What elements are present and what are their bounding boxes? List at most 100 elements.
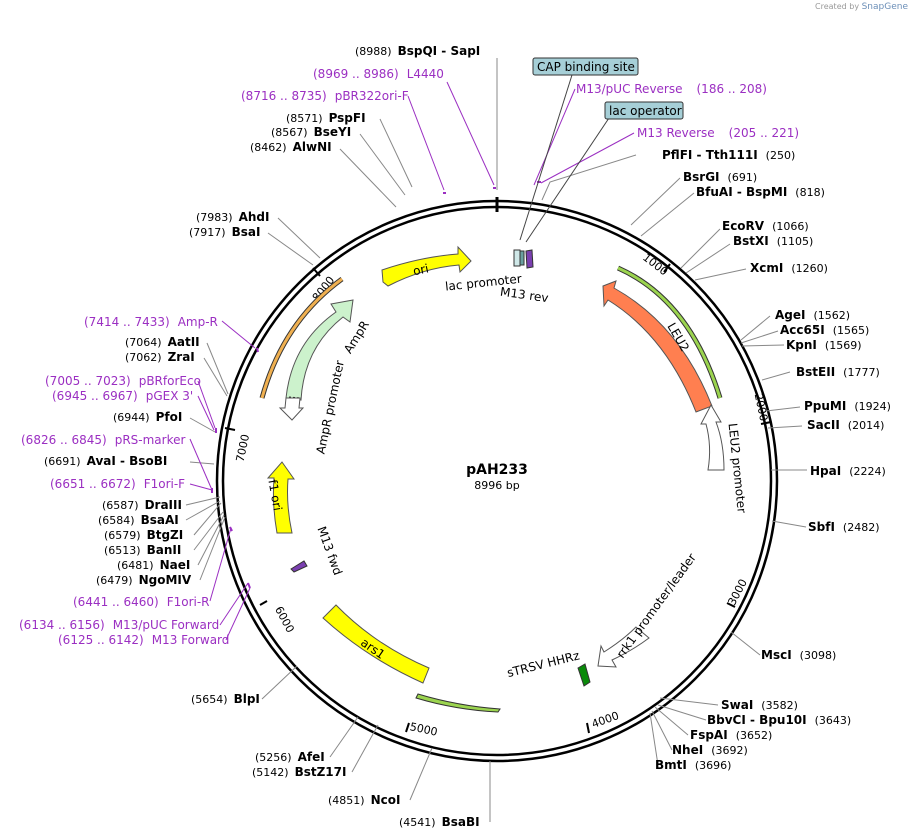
primer-label[interactable]: (8716 .. 8735)pBR322ori-F: [241, 89, 409, 103]
site-label[interactable]: (6944)PfoI: [113, 410, 182, 424]
site-label[interactable]: (6513)BanII: [104, 543, 181, 557]
site-label[interactable]: (6587)DraIII: [102, 498, 182, 512]
primer-label[interactable]: (6134 .. 6156)M13/pUC Forward: [19, 618, 219, 632]
primer-label[interactable]: (8969 .. 8986)L4440: [313, 67, 444, 81]
site-label[interactable]: XcmI(1260): [750, 261, 828, 275]
site-label[interactable]: (8988)BspQI - SapI: [355, 44, 480, 58]
leader-lines: [185, 58, 807, 822]
feature-strsv-arrow[interactable]: [577, 663, 591, 687]
tick-7000: 7000: [224, 427, 252, 463]
primer-labels: (8969 .. 8986)L4440 (8716 .. 8735)pBR322…: [19, 67, 799, 647]
backbone: [215, 197, 779, 763]
feature-label-m13fwd: M13 fwd: [314, 524, 345, 577]
site-label[interactable]: (4541)BsaBI: [399, 815, 480, 829]
site-label[interactable]: FspAI(3652): [690, 728, 772, 742]
feature-ori-arrow[interactable]: [381, 245, 472, 287]
feature-label-leu2promoter: LEU2 promoter: [726, 423, 749, 514]
site-label[interactable]: PpuMI(1924): [804, 399, 891, 413]
site-label[interactable]: (5142)BstZ17I: [252, 765, 346, 779]
site-label[interactable]: HpaI(2224): [810, 464, 886, 478]
lac-operator-label: lac operator: [609, 104, 682, 118]
site-label[interactable]: AgeI(1562): [775, 308, 850, 322]
feature-leu2-arrow[interactable]: [602, 280, 713, 413]
site-label[interactable]: Acc65I(1565): [780, 323, 869, 337]
primer-label[interactable]: (6651 .. 6672)F1ori-F: [50, 477, 185, 491]
tick-2000: 2000: [752, 392, 772, 425]
site-label[interactable]: (5256)AfeI: [255, 750, 325, 764]
tick-label: 6000: [272, 604, 297, 635]
site-label[interactable]: (8571)PspFI: [286, 111, 366, 125]
feature-f1ori-arrow[interactable]: [266, 461, 295, 534]
site-label[interactable]: BstXI(1105): [733, 234, 813, 248]
cap-binding-site-label: CAP binding site: [537, 60, 635, 74]
primer-label[interactable]: (6826 .. 6845)pRS-marker: [21, 433, 185, 447]
tick-marks: 1000 2000 3000 4000 5000 6000 7000 8000: [224, 251, 772, 739]
tick-label: 5000: [409, 720, 439, 739]
site-label[interactable]: (6481)NaeI: [117, 558, 190, 572]
site-label[interactable]: PflFI - Tth111I(250): [662, 148, 795, 162]
site-label[interactable]: (8567)BseYI: [271, 125, 351, 139]
plasmid-length: 8996 bp: [474, 479, 519, 492]
primer-label[interactable]: (6125 .. 6142)M13 Forward: [58, 633, 229, 647]
site-label[interactable]: SacII(2014): [807, 418, 884, 432]
site-label[interactable]: (4851)NcoI: [328, 793, 400, 807]
site-label[interactable]: (6579)BtgZI: [104, 528, 183, 542]
feature-amprpromoter-arrow[interactable]: [278, 397, 305, 421]
boxed-labels: CAP binding site lac operator: [532, 57, 684, 120]
feature-leu2promoter-arrow[interactable]: [700, 403, 725, 471]
site-label[interactable]: (7917)BsaI: [189, 225, 260, 239]
site-label[interactable]: (8462)AlwNI: [250, 140, 332, 154]
restriction-labels-right: PflFI - Tth111I(250) BsrGI(691) BfuAI - …: [655, 148, 891, 772]
feature-m13fwd-arrow[interactable]: [290, 560, 308, 573]
feature-ars1-arrow[interactable]: [322, 604, 430, 684]
snapgene-brand: SnapGene: [861, 2, 908, 12]
tick-label: 1000: [640, 251, 670, 278]
tick-4000: 4000: [586, 709, 621, 734]
feature-lacpromoter-block[interactable]: [513, 249, 521, 267]
site-label[interactable]: (7983)AhdI: [196, 210, 269, 224]
site-label[interactable]: (7064)AatII: [125, 335, 200, 349]
site-label[interactable]: MscI(3098): [761, 648, 836, 662]
site-label[interactable]: BfuAI - BspMI(818): [696, 185, 825, 199]
feature-label-amprpromoter: AmpR promoter: [313, 359, 347, 455]
site-label[interactable]: (7062)ZraI: [125, 350, 195, 364]
credit-text: Created by: [815, 2, 860, 11]
feature-label-f1ori: f1 ori: [265, 479, 284, 512]
feature-label-strsv: sTRSV HHRz: [506, 648, 581, 680]
primer-marks: [211, 181, 541, 589]
primer-label[interactable]: M13 Reverse(205 .. 221): [637, 126, 799, 140]
site-label[interactable]: BmtI(3696): [655, 758, 731, 772]
primer-label[interactable]: (6945 .. 6967)pGEX 3': [52, 389, 193, 403]
site-label[interactable]: (6691)AvaI - BsoBI: [44, 454, 167, 468]
restriction-labels-left: (8988)BspQI - SapI (8571)PspFI (8567)Bse…: [44, 44, 480, 829]
site-label[interactable]: BsrGI(691): [683, 170, 757, 184]
site-label[interactable]: BstEII(1777): [796, 365, 880, 379]
site-label[interactable]: SwaI(3582): [721, 698, 798, 712]
site-label[interactable]: (6479)NgoMIV: [96, 573, 192, 587]
feature-label-ori: ori: [412, 261, 430, 278]
primer-label[interactable]: M13/pUC Reverse(186 .. 208): [576, 82, 767, 96]
primer-label[interactable]: (6441 .. 6460)F1ori-R: [73, 595, 210, 609]
cap-binding-site-box[interactable]: CAP binding site: [532, 57, 639, 76]
snapgene-credit: Created by SnapGene: [815, 2, 908, 12]
feature-ampr-arrow[interactable]: [285, 299, 354, 401]
lac-operator-box[interactable]: lac operator: [604, 101, 684, 120]
feature-rrk1-arrow[interactable]: [597, 626, 650, 668]
site-label[interactable]: EcoRV(1066): [722, 219, 809, 233]
feature-lacop-block: [519, 250, 525, 266]
site-label[interactable]: SbfI(2482): [808, 520, 880, 534]
site-label[interactable]: NheI(3692): [672, 743, 748, 757]
feature-ars1-extension: [415, 693, 501, 713]
tick-1000: 1000: [640, 251, 671, 278]
site-label[interactable]: (5654)BlpI: [191, 692, 260, 706]
site-label[interactable]: BbvCI - Bpu10I(3643): [707, 713, 851, 727]
primer-label[interactable]: (7414 .. 7433)Amp-R: [84, 315, 218, 329]
site-label[interactable]: (6584)BsaAI: [98, 513, 179, 527]
feature-label-rrk1: rrk1 promoter/leader: [614, 551, 699, 661]
feature-label-ampr: AmpR: [341, 318, 372, 356]
tick-5000: 5000: [405, 720, 439, 739]
primer-label[interactable]: (7005 .. 7023)pBRforEco: [45, 374, 201, 388]
feature-m13rev-arrow[interactable]: [525, 249, 534, 269]
site-label[interactable]: KpnI(1569): [786, 338, 861, 352]
